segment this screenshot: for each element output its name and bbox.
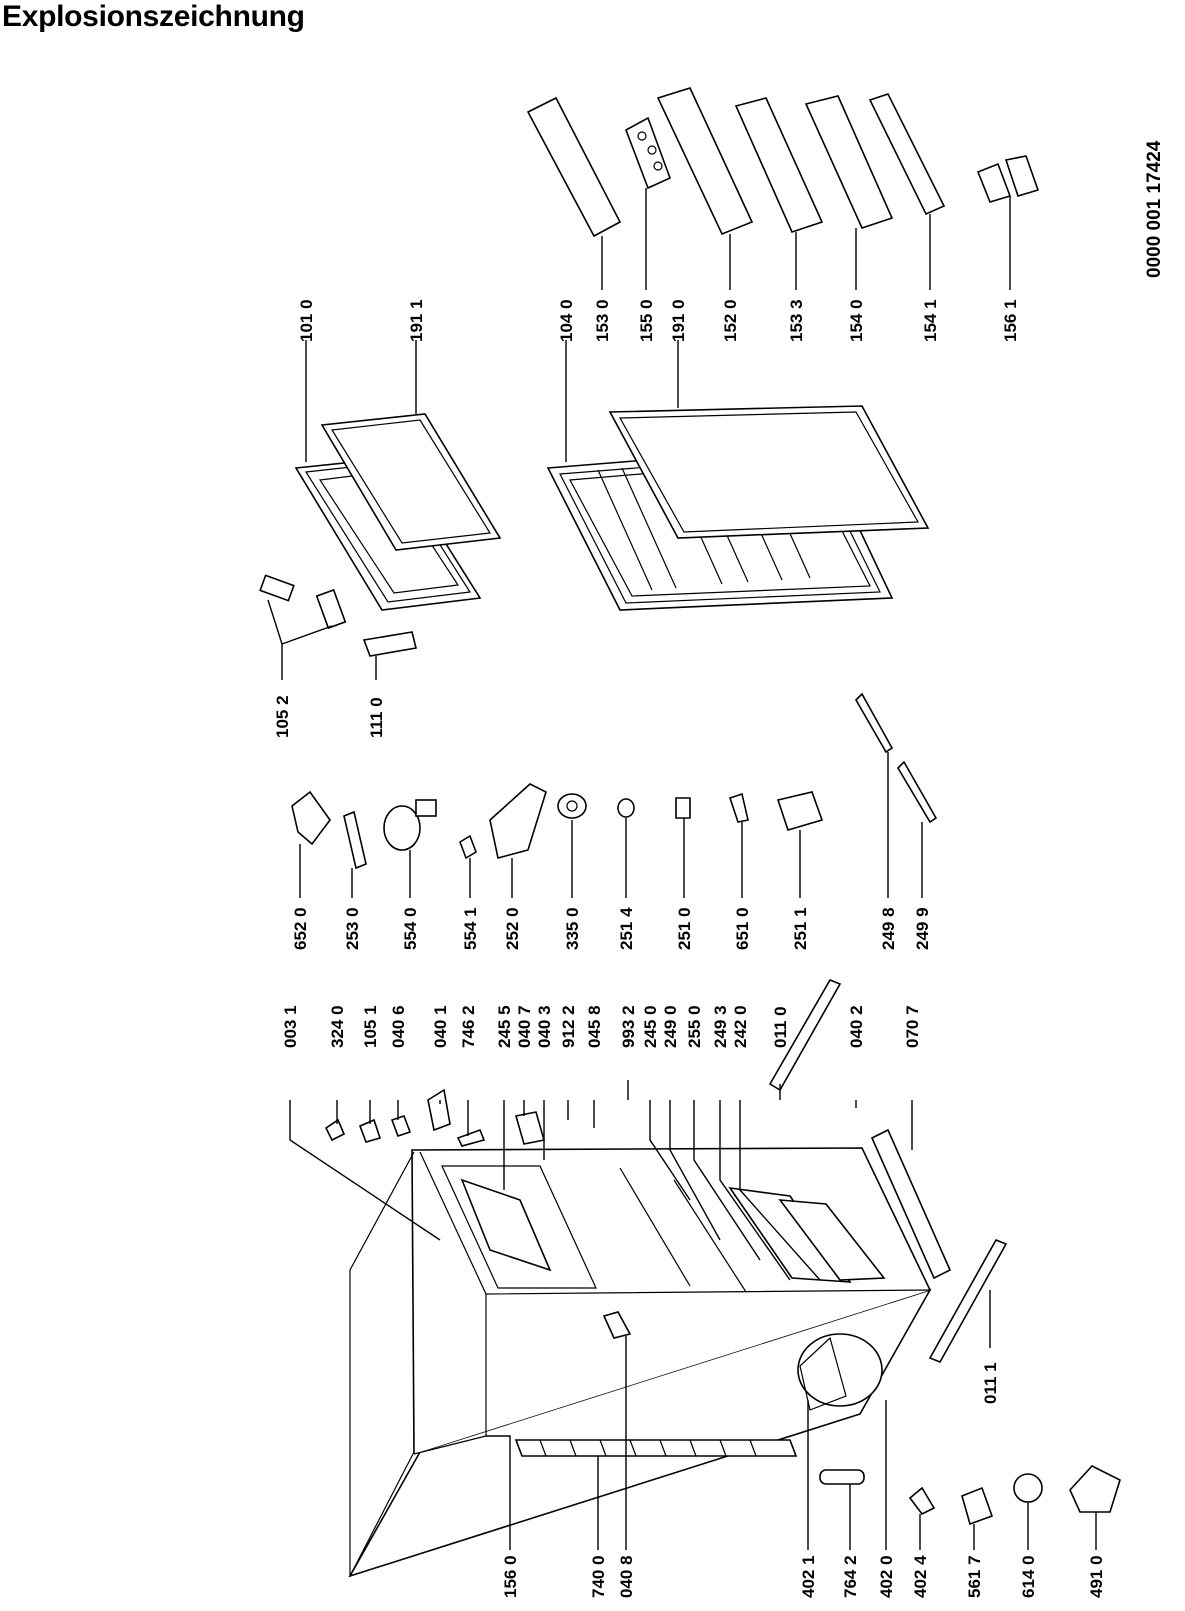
label-153-3: 153 3: [787, 299, 806, 342]
label-652-0: 652 0: [291, 907, 310, 950]
label-253-0: 253 0: [343, 907, 362, 950]
label-255-0: 255 0: [685, 1005, 704, 1048]
control-parts: [291, 692, 938, 870]
page-title: Explosionszeichnung: [2, 0, 305, 33]
label-251-4: 251 4: [617, 907, 636, 950]
label-554-1: 554 1: [461, 907, 480, 950]
label-040-6: 040 6: [389, 1005, 408, 1048]
label-764-2: 764 2: [841, 1555, 860, 1598]
label-040-7: 040 7: [515, 1005, 534, 1048]
label-154-1: 154 1: [921, 299, 940, 342]
label-402-4: 402 4: [911, 1555, 930, 1598]
label-155-0: 155 0: [637, 299, 656, 342]
label-245-5: 245 5: [495, 1005, 514, 1048]
label-191-0: 191 0: [669, 299, 688, 342]
label-011-1: 011 1: [981, 1362, 1000, 1404]
freezer-door-assembly: [259, 413, 502, 657]
label-249-9: 249 9: [913, 907, 932, 950]
label-242-0: 242 0: [731, 1005, 750, 1048]
label-070-7: 070 7: [903, 1005, 922, 1048]
label-912-2: 912 2: [559, 1005, 578, 1048]
label-011-0: 011 0: [771, 1006, 790, 1048]
label-335-0: 335 0: [563, 907, 582, 950]
label-249-8: 249 8: [879, 907, 898, 950]
label-554-0: 554 0: [401, 907, 420, 950]
label-491-0: 491 0: [1087, 1555, 1106, 1598]
label-249-3: 249 3: [711, 1005, 730, 1048]
door-shelves: [526, 87, 1040, 238]
label-324-0: 324 0: [328, 1005, 347, 1048]
label-191-1: 191 1: [407, 299, 426, 342]
label-101-0: 101 0: [297, 299, 316, 342]
part-labels: 003 1 324 0 105 1 040 6 040 1 746 2 245 …: [273, 299, 1106, 1598]
label-040-2: 040 2: [847, 1005, 866, 1048]
label-105-1: 105 1: [361, 1005, 380, 1048]
label-746-2: 746 2: [459, 1005, 478, 1048]
label-154-0: 154 0: [847, 299, 866, 342]
label-111-0: 111 0: [367, 697, 386, 738]
label-040-8: 040 8: [617, 1555, 636, 1598]
label-251-0: 251 0: [675, 907, 694, 950]
label-614-0: 614 0: [1019, 1555, 1038, 1598]
label-104-0: 104 0: [557, 299, 576, 342]
refrigerator-cabinet: [324, 978, 1121, 1578]
label-105-2: 105 2: [273, 695, 292, 738]
fridge-door-assembly: [546, 405, 930, 611]
label-402-1: 402 1: [799, 1555, 818, 1598]
label-152-0: 152 0: [721, 299, 740, 342]
label-156-1: 156 1: [1001, 299, 1020, 342]
label-251-1: 251 1: [791, 907, 810, 950]
label-245-0: 245 0: [641, 1005, 660, 1048]
document-number: 0000 001 17424: [1144, 140, 1165, 278]
label-040-1: 040 1: [431, 1005, 450, 1048]
label-040-3: 040 3: [535, 1005, 554, 1048]
label-740-0: 740 0: [589, 1555, 608, 1598]
label-153-0: 153 0: [593, 299, 612, 342]
label-252-0: 252 0: [503, 907, 522, 950]
label-045-8: 045 8: [585, 1005, 604, 1048]
leader-lines: [267, 188, 1097, 1550]
label-156-0: 156 0: [501, 1555, 520, 1598]
label-003-1: 003 1: [281, 1005, 300, 1048]
label-993-2: 993 2: [619, 1005, 638, 1048]
label-402-0: 402 0: [877, 1555, 896, 1598]
label-651-0: 651 0: [733, 907, 752, 950]
label-561-7: 561 7: [965, 1555, 984, 1598]
label-249-0: 249 0: [661, 1005, 680, 1048]
